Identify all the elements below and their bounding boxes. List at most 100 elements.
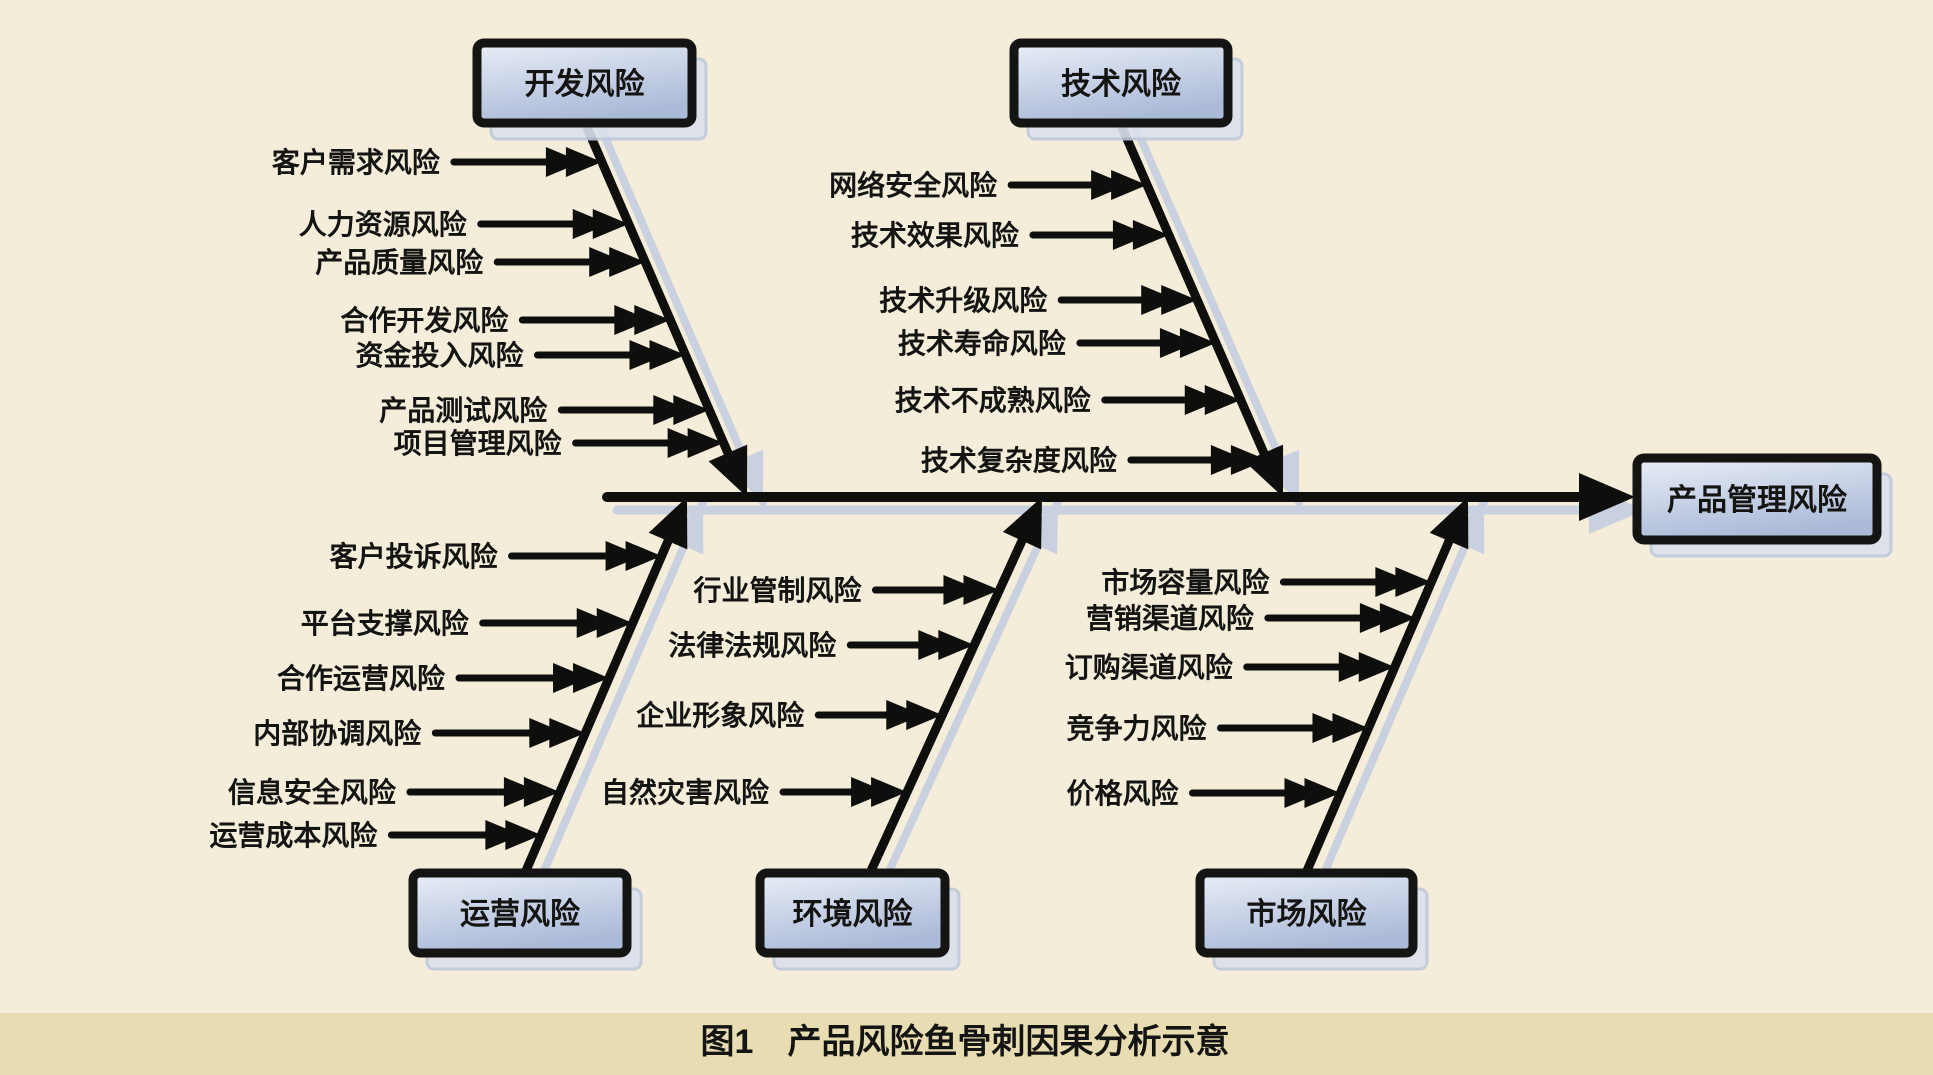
- category-box-development-label: 开发风险: [525, 67, 646, 101]
- cause-arrowhead-operations-0: [625, 541, 662, 571]
- cause-arrowhead2-development-2: [589, 247, 626, 277]
- branch-line-shadow-environment: [882, 498, 1062, 882]
- category-box-environment: [755, 868, 950, 958]
- branch-arrowhead-environment: [1002, 497, 1042, 550]
- category-box-environment-label: 环境风险: [793, 897, 914, 931]
- cause-arrowhead-market-3: [1332, 713, 1369, 743]
- cause-arrowhead2-technology-0: [1091, 170, 1128, 200]
- cause-arrowhead-technology-1: [1132, 220, 1169, 250]
- cause-arrowhead2-operations-0: [605, 541, 642, 571]
- cause-arrowhead2-market-3: [1312, 713, 1349, 743]
- cause-arrowhead2-development-4: [629, 340, 666, 370]
- cause-arrowhead-technology-0: [1111, 170, 1148, 200]
- cause-arrowhead2-development-0: [545, 147, 582, 177]
- cause-arrowhead-market-2: [1358, 652, 1395, 682]
- cause-arrowhead2-environment-1: [918, 630, 955, 660]
- cause-arrowhead-technology-2: [1161, 285, 1198, 315]
- cause-arrowhead-operations-1: [596, 608, 633, 638]
- branch-arrowhead-development: [708, 444, 748, 497]
- cause-label-development-1: 人力资源风险: [299, 208, 468, 240]
- branch-line-shadow-operations: [537, 498, 707, 882]
- category-box-market-label: 市场风险: [1247, 897, 1368, 931]
- cause-arrowhead-operations-2: [573, 663, 610, 693]
- cause-arrowhead-environment-3: [871, 777, 908, 807]
- cause-arrowhead-development-0: [565, 147, 602, 177]
- category-box-development: [472, 38, 697, 128]
- category-box-operations: [408, 868, 632, 958]
- branch-arrowhead-operations: [648, 497, 688, 550]
- cause-arrowhead2-operations-4: [503, 777, 540, 807]
- branch-line-shadow-technology: [1133, 126, 1303, 506]
- cause-arrowhead-development-6: [687, 428, 724, 458]
- diagram-root: 客户需求风险人力资源风险产品质量风险合作开发风险资金投入风险产品测试风险项目管理…: [209, 38, 1893, 971]
- caption-band: [0, 1013, 1933, 1075]
- cause-arrowhead-environment-2: [906, 700, 943, 730]
- cause-arrowhead-environment-0: [963, 575, 1000, 605]
- cause-arrowhead2-operations-3: [529, 718, 566, 748]
- cause-label-market-4: 价格风险: [1066, 777, 1179, 809]
- cause-label-operations-1: 平台支撑风险: [301, 607, 470, 639]
- cause-arrowhead-market-0: [1395, 567, 1432, 597]
- cause-label-market-1: 营销渠道风险: [1086, 602, 1255, 634]
- spine-arrowhead: [1579, 473, 1635, 521]
- category-box-operations-label: 运营风险: [460, 897, 581, 931]
- cause-arrowhead-technology-5: [1230, 445, 1267, 475]
- cause-label-technology-5: 技术复杂度风险: [921, 444, 1118, 476]
- cause-arrowhead2-development-3: [614, 305, 651, 335]
- branch-line-market: [1301, 520, 1461, 878]
- cause-arrowhead-operations-4: [523, 777, 560, 807]
- cause-arrowhead2-technology-4: [1184, 385, 1221, 415]
- cause-arrowhead-development-2: [609, 247, 646, 277]
- cause-label-environment-2: 企业形象风险: [636, 699, 805, 731]
- cause-arrowhead2-environment-3: [851, 777, 888, 807]
- cause-arrowhead-market-4: [1304, 778, 1341, 808]
- category-box-technology-label: 技术风险: [1061, 67, 1182, 101]
- cause-arrowhead-development-1: [592, 209, 629, 239]
- cause-label-market-2: 订购渠道风险: [1065, 651, 1234, 683]
- cause-label-operations-0: 客户投诉风险: [330, 540, 499, 572]
- cause-label-operations-4: 信息安全风险: [228, 776, 397, 808]
- cause-label-technology-4: 技术不成熟风险: [895, 384, 1092, 416]
- cause-arrowhead-operations-3: [549, 718, 586, 748]
- cause-arrowhead2-operations-2: [553, 663, 590, 693]
- cause-label-market-3: 竞争力风险: [1066, 712, 1207, 744]
- cause-arrowhead2-market-0: [1375, 567, 1412, 597]
- cause-label-technology-1: 技术效果风险: [851, 219, 1020, 251]
- cause-arrowhead2-technology-3: [1159, 328, 1196, 358]
- cause-arrowhead-operations-5: [505, 820, 542, 850]
- head-box-label: 产品管理风险: [1667, 483, 1848, 517]
- cause-label-development-0: 客户需求风险: [272, 146, 441, 178]
- cause-label-development-6: 项目管理风险: [394, 427, 563, 459]
- cause-arrowhead2-environment-2: [886, 700, 923, 730]
- cause-arrowhead2-market-1: [1359, 603, 1396, 633]
- cause-label-development-5: 产品测试风险: [379, 394, 548, 426]
- cause-arrowhead-environment-1: [938, 630, 975, 660]
- cause-label-development-2: 产品质量风险: [315, 246, 484, 278]
- category-box-market: [1195, 868, 1418, 958]
- cause-label-technology-0: 网络安全风险: [829, 169, 998, 201]
- cause-arrowhead2-operations-1: [576, 608, 613, 638]
- cause-label-environment-0: 行业管制风险: [692, 574, 862, 606]
- cause-label-operations-2: 合作运营风险: [277, 662, 446, 694]
- branch-line-shadow-market: [1318, 498, 1488, 882]
- category-box-technology: [1009, 38, 1233, 128]
- cause-label-operations-5: 运营成本风险: [209, 819, 378, 851]
- cause-arrowhead-development-3: [634, 305, 671, 335]
- cause-label-development-3: 合作开发风险: [340, 304, 509, 336]
- cause-label-environment-1: 法律法规风险: [668, 629, 837, 661]
- branch-line-operations: [520, 520, 680, 878]
- cause-arrowhead2-development-6: [667, 428, 704, 458]
- cause-label-operations-3: 内部协调风险: [253, 717, 422, 749]
- cause-arrowhead-technology-4: [1204, 385, 1241, 415]
- cause-arrowhead-development-4: [649, 340, 686, 370]
- cause-label-development-4: 资金投入风险: [355, 339, 524, 371]
- cause-label-market-0: 市场容量风险: [1101, 566, 1270, 598]
- cause-label-environment-3: 自然灾害风险: [601, 776, 770, 808]
- cause-arrowhead-market-1: [1379, 603, 1416, 633]
- cause-arrowhead-technology-3: [1179, 328, 1216, 358]
- cause-arrowhead2-market-2: [1338, 652, 1375, 682]
- cause-label-technology-2: 技术升级风险: [879, 284, 1048, 316]
- branch-line-development: [580, 118, 740, 474]
